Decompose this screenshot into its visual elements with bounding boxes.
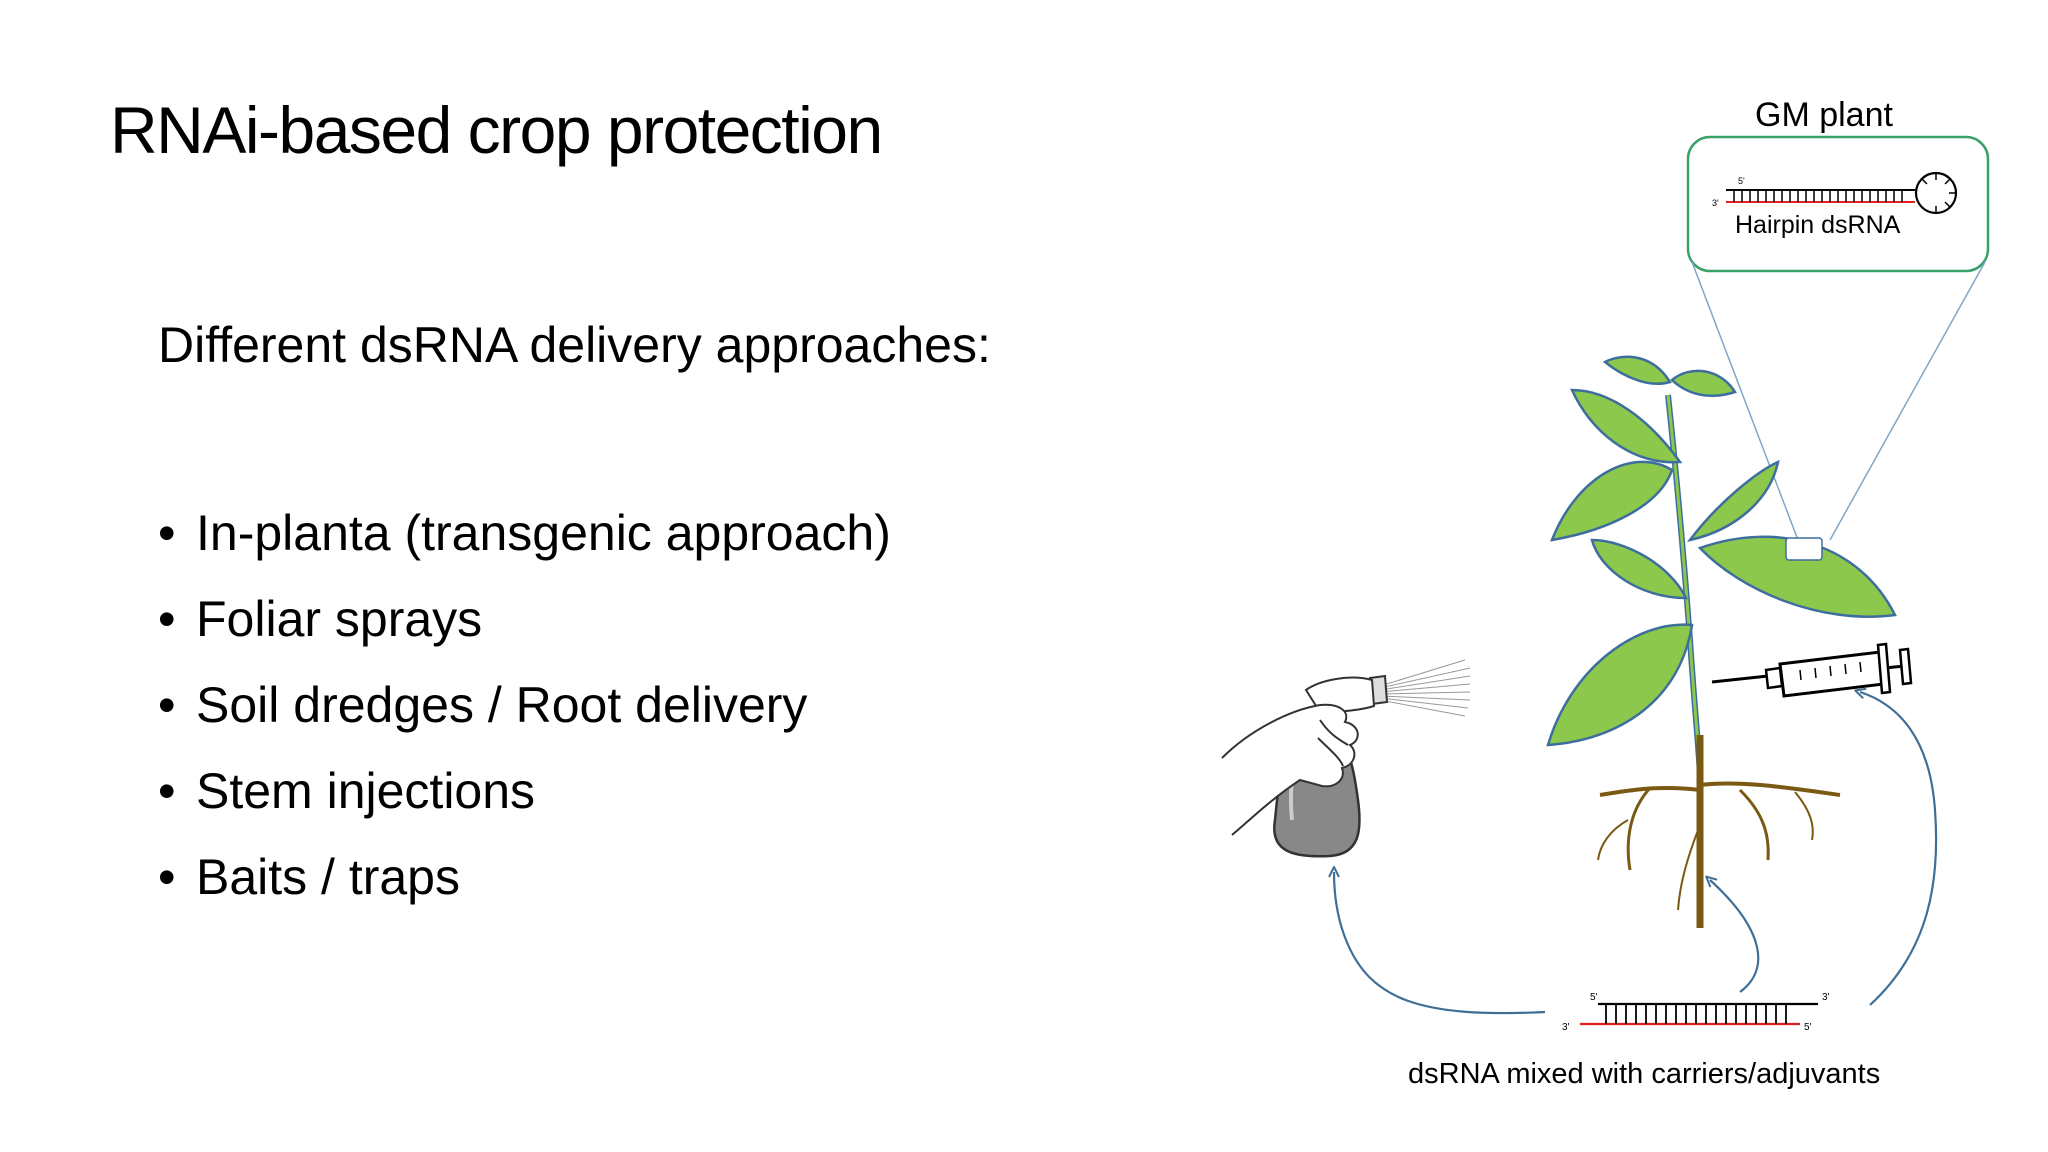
bullet-glyph: •	[158, 505, 176, 561]
three-prime-label: 3'	[1712, 198, 1719, 208]
bullet-item: • Baits / traps	[158, 834, 891, 920]
hand-icon	[1221, 703, 1359, 836]
three-prime-label: 3'	[1562, 1022, 1570, 1033]
arrow-to-root	[1710, 880, 1760, 993]
bullet-text: Foliar sprays	[196, 591, 483, 647]
bullet-item: • Foliar sprays	[158, 576, 891, 662]
three-prime-label: 3'	[1822, 992, 1830, 1003]
gm-plant-label: GM plant	[1755, 96, 1893, 134]
dsrna-icon: 5' 3' 3' 5'	[1562, 992, 1830, 1033]
bullet-item: • Stem injections	[158, 748, 891, 834]
bullet-glyph: •	[158, 763, 176, 819]
bullet-list: • In-planta (transgenic approach) • Foliar…	[158, 490, 891, 920]
bullet-text: Soil dredges / Root delivery	[196, 677, 808, 733]
five-prime-label: 5'	[1804, 1022, 1812, 1033]
five-prime-label: 5'	[1590, 992, 1598, 1003]
hairpin-dsrna-icon: 5' 3'	[1712, 171, 1958, 215]
bullet-item: • In-planta (transgenic approach)	[158, 490, 891, 576]
bullet-text: Stem injections	[196, 763, 536, 819]
slide-subtitle: Different dsRNA delivery approaches:	[158, 317, 991, 373]
bullet-glyph: •	[158, 677, 176, 733]
zoom-line-left	[1691, 261, 1799, 541]
slide-title: RNAi-based crop protection	[110, 93, 883, 167]
arrow-to-syringe	[1860, 692, 1938, 1006]
bullet-item: • Soil dredges / Root delivery	[158, 662, 891, 748]
zoom-line-right	[1829, 261, 1986, 541]
plant-icon	[1546, 355, 1897, 928]
bullet-glyph: •	[158, 591, 176, 647]
syringe-icon	[1711, 642, 1913, 698]
five-prime-label: 5'	[1738, 176, 1745, 186]
bullet-text: Baits / traps	[196, 849, 460, 905]
dsrna-carriers-label: dsRNA mixed with carriers/adjuvants	[1408, 1058, 1881, 1090]
gm-plant-box	[1686, 135, 1990, 273]
arrow-to-spray	[1334, 872, 1546, 1015]
bullet-glyph: •	[158, 849, 176, 905]
bullet-text: In-planta (transgenic approach)	[196, 505, 891, 561]
hairpin-dsrna-label: Hairpin dsRNA	[1735, 211, 1901, 239]
